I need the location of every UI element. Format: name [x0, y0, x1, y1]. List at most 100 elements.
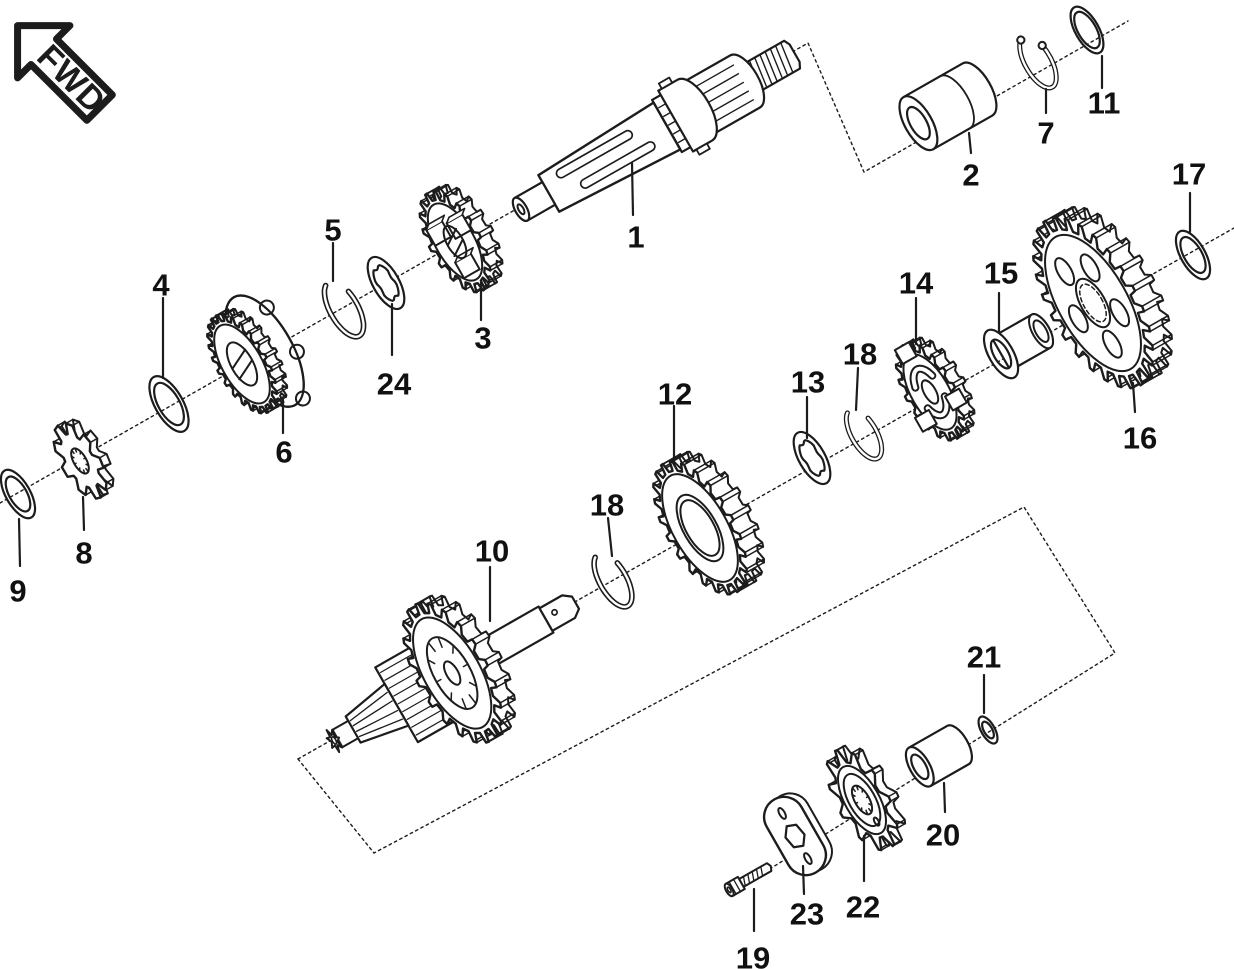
face-ring [213, 323, 271, 405]
part-label-7: 7 [1037, 116, 1054, 151]
part-label-5: 5 [324, 213, 341, 248]
leader-line-1 [630, 161, 635, 217]
lightening-hole [1109, 298, 1131, 328]
part-label-6: 6 [275, 435, 292, 470]
cylinder-seam [939, 74, 975, 130]
part-6 [206, 294, 311, 415]
leader-line-23 [801, 864, 806, 896]
face-ring [1074, 277, 1112, 329]
part-4 [148, 375, 190, 433]
part-11 [1069, 5, 1105, 55]
plate-bolt-hole [803, 852, 813, 865]
part-15 [982, 313, 1055, 380]
part-label-4: 4 [152, 268, 170, 303]
face-ring [442, 660, 462, 686]
collar-lug [657, 76, 674, 90]
leader-line-8 [81, 495, 86, 532]
part-label-23: 23 [790, 897, 824, 932]
bore-bar [231, 348, 247, 370]
part-label-12: 12 [658, 377, 692, 412]
part-9 [0, 468, 37, 520]
part-24 [366, 255, 406, 311]
shaft-body [537, 101, 682, 213]
gear-face [401, 602, 503, 744]
input-shaft-axis [0, 20, 1129, 504]
part-21 [977, 715, 999, 745]
part-label-2: 2 [962, 158, 979, 193]
part-22 [825, 744, 907, 852]
spline-washer-bore [372, 264, 400, 302]
sprocket-detour [297, 506, 1116, 893]
part-label-1: 1 [627, 220, 644, 255]
part-label-18-lower: 18 [590, 488, 624, 523]
shaft-groove [579, 141, 656, 189]
leader-line-18-lower [606, 516, 614, 558]
part-label-3: 3 [474, 321, 491, 356]
part-label-22: 22 [846, 890, 880, 925]
part-label-16: 16 [1123, 421, 1157, 456]
face-ring [412, 616, 493, 730]
lightening-hole [1054, 257, 1076, 287]
fwd-arrow-icon [14, 22, 116, 124]
part-10 [325, 594, 581, 754]
cylinder-face [898, 95, 939, 152]
washer-ring [148, 375, 190, 433]
plate-bolt-hole [777, 807, 787, 820]
shaft-groove [555, 129, 634, 179]
circlip-eye [1016, 35, 1026, 45]
plate-hex-hole [784, 823, 806, 849]
collar-lug [695, 142, 711, 156]
washer-ring [1069, 5, 1105, 55]
lightening-hole [1067, 304, 1089, 334]
leader-line-18-upper [854, 366, 860, 412]
part-18-upper [843, 410, 885, 462]
cylinder-bore [905, 105, 931, 141]
bore-bar [238, 359, 253, 381]
output-gear [401, 594, 517, 744]
part-23 [762, 792, 833, 877]
leader-line-16 [1131, 381, 1137, 414]
part-label-24: 24 [377, 367, 412, 402]
leader-line-20 [942, 781, 947, 814]
part-label-9: 9 [9, 574, 26, 609]
plate-face [762, 795, 828, 877]
part-8 [52, 418, 115, 500]
part-label-18-upper: 18 [843, 337, 877, 372]
face-ring [679, 499, 721, 557]
part-5 [321, 282, 367, 340]
part-label-13: 13 [791, 365, 825, 400]
washer-ring [977, 715, 999, 745]
part-label-21: 21 [967, 640, 1001, 675]
part-label-15: 15 [984, 256, 1018, 291]
part-19 [723, 862, 773, 898]
tip-hole [551, 608, 558, 616]
spline-taper [344, 682, 410, 744]
part-1 [511, 39, 802, 223]
face-ring [920, 379, 940, 405]
face-ring [225, 341, 259, 387]
part-20 [904, 724, 973, 788]
dog-tab [944, 387, 968, 412]
part-16 [1032, 205, 1173, 390]
part-label-19: 19 [736, 941, 770, 969]
washer-ring [1174, 229, 1212, 281]
part-2 [898, 61, 998, 152]
bore-bar [453, 239, 464, 258]
star-end [325, 728, 344, 754]
part-12 [652, 450, 766, 596]
leader-line-9 [17, 517, 22, 568]
leader-line-2 [967, 131, 973, 155]
gear-face [652, 460, 748, 596]
lightening-hole [1101, 329, 1123, 359]
face-ring [661, 473, 739, 583]
part-18-lower [591, 554, 635, 610]
part-7 [1016, 35, 1059, 91]
face-ring [442, 224, 468, 260]
circlip-eye [1037, 40, 1047, 51]
small-hole [872, 816, 881, 827]
fwd-arrow-badge: FWD [14, 22, 116, 124]
part-label-20: 20 [926, 818, 960, 853]
spline-washer-bore [798, 439, 826, 477]
shaft-collar [657, 77, 718, 153]
